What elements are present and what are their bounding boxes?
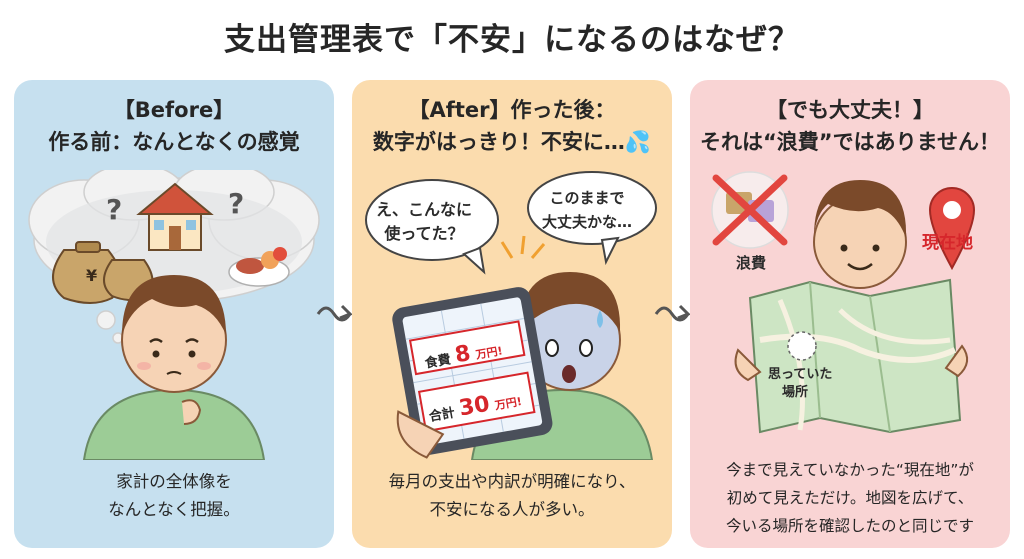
- speech-bubble-left: [365, 179, 499, 275]
- panel-after-subheading: 数字がはっきり！不安に…💦: [372, 130, 652, 154]
- waste-crossed-icon: [711, 171, 789, 249]
- house-icon: [136, 182, 214, 251]
- panel-before-heading: 【Before】: [113, 98, 235, 122]
- panel-its-ok: 【でも大丈夫！】 それは“浪費”ではありません！: [690, 80, 1010, 548]
- bubble-left-text: え、こんなに 使ってた？: [376, 200, 473, 243]
- panel-after: 【After】作った後： 数字がはっきり！不安に…💦: [352, 80, 672, 548]
- before-illustration: [28, 170, 320, 460]
- speech-bubble-right: [527, 171, 657, 266]
- panel-ok-heading: 【でも大丈夫！】: [766, 98, 934, 122]
- tilde-arrow-icon: [316, 304, 352, 322]
- thought-place-label: 思っていた 場所: [768, 367, 833, 400]
- panel-before: 【Before】 作る前：なんとなくの感覚: [14, 80, 334, 548]
- food-plate-icon: [228, 247, 290, 287]
- after-illustration: [365, 171, 657, 460]
- tablet: [392, 287, 553, 459]
- location-pin-icon: [928, 187, 976, 271]
- bubble-right-text: このままで 大丈夫かな…: [542, 189, 633, 231]
- smiling-boy: [813, 180, 907, 289]
- panel-after-caption: 毎月の支出や内訳が明確になり、 不安になる人が多い。: [388, 472, 636, 519]
- question-mark-icon: ?: [228, 187, 245, 220]
- page-title: 支出管理表で「不安」になるのはなぜ？: [224, 22, 800, 58]
- panel-before-caption: 家計の全体像を なんとなく把握。: [108, 472, 240, 519]
- location-label: 現在地: [922, 233, 973, 253]
- waste-label: 浪費: [736, 254, 767, 272]
- tilde-arrow-icon: [654, 304, 690, 322]
- worried-boy: [82, 275, 266, 460]
- question-mark-icon: ?: [106, 193, 123, 226]
- yen-icon: ¥: [86, 266, 98, 285]
- panel-ok-caption: 今まで見えていなかった“現在地”が 初めて見えただけ。地図を広げて、 今いる場所…: [725, 461, 974, 535]
- panel-after-heading: 【After】作った後：: [408, 98, 616, 122]
- panel-ok-subheading: それは“浪費”ではありません！: [700, 130, 1000, 154]
- surprise-marks-icon: [500, 235, 546, 259]
- map: [734, 278, 969, 434]
- ok-illustration: [711, 171, 976, 434]
- panel-before-subheading: 作る前：なんとなくの感覚: [48, 130, 300, 154]
